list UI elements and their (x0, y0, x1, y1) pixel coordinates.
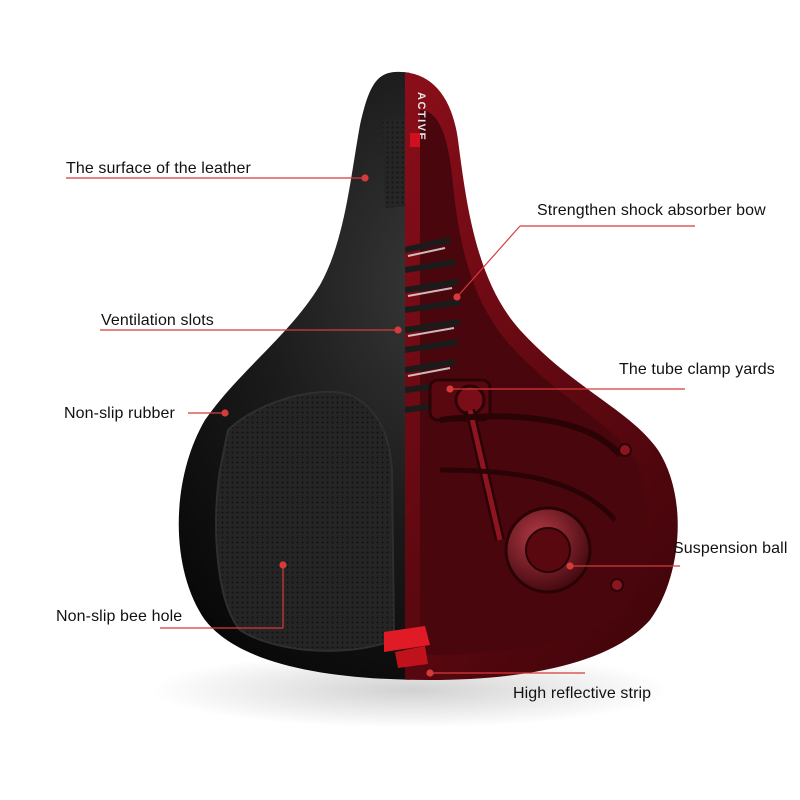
callout-non-slip-bee-hole: Non-slip bee hole (56, 608, 183, 625)
callout-reflective-strip: High reflective strip (513, 685, 652, 702)
callout-ventilation-slots: Ventilation slots (101, 312, 214, 329)
saddle-red-cutaway (405, 72, 678, 680)
saddle-black-half (178, 71, 410, 680)
callout-surface-leather: The surface of the leather (66, 160, 251, 177)
callout-tube-clamp-yards: The tube clamp yards (619, 361, 775, 378)
callout-leaders (66, 174, 695, 677)
callout-suspension-ball: Suspension ball (673, 540, 788, 557)
callout-shock-absorber-bow: Strengthen shock absorber bow (537, 202, 766, 219)
callout-non-slip-rubber: Non-slip rubber (64, 405, 175, 422)
floor-shadow (150, 652, 670, 728)
tube-clamp-assembly (428, 378, 505, 542)
brand-mark: ACTIVE (415, 92, 427, 141)
reflective-strip (384, 626, 430, 668)
